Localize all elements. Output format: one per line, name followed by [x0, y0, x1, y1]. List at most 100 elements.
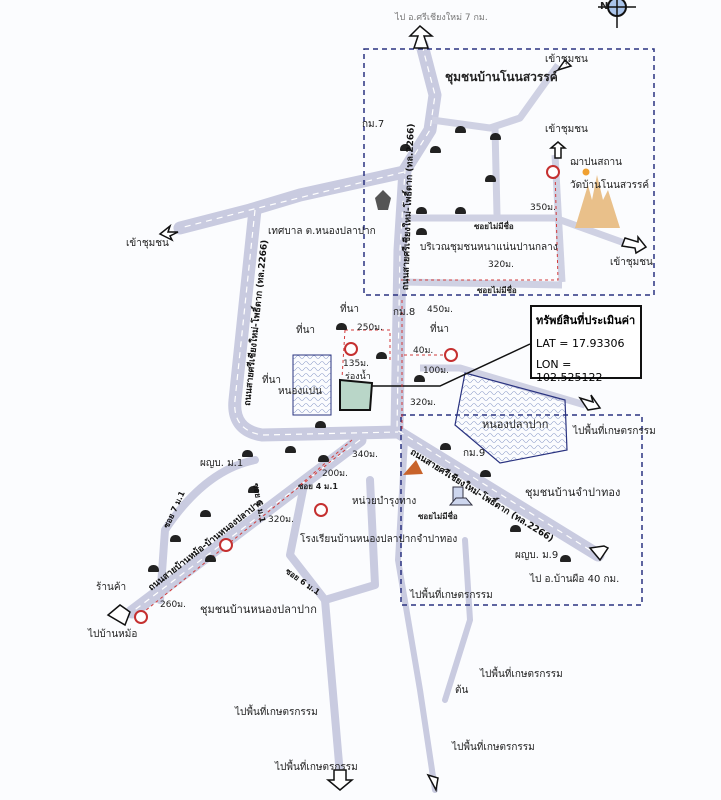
distance-250: 250ม.	[357, 323, 383, 333]
marker-s6	[134, 610, 148, 624]
crematorium-label: ฌาปนสถาน	[570, 157, 622, 168]
soi-ne-5	[401, 278, 563, 289]
house-icon	[560, 555, 571, 562]
school-label: โรงเรียนบ้านหนองปลาปากจำปาทอง	[300, 534, 458, 545]
property-lon: LON = 102.525122	[536, 358, 603, 384]
destination-farm-s1: ไปพื้นที่เกษตรกรรม	[410, 590, 493, 601]
house-icon	[455, 126, 466, 133]
municipality-label: เทศบาล ต.หนองปลาปาก	[268, 226, 376, 237]
entry-ne2: เข้าชุมชน	[545, 124, 588, 135]
rice-field-3: ที่นา	[262, 375, 282, 386]
distance-135: 135ม.	[343, 359, 369, 369]
arrow-farm-east	[578, 394, 602, 411]
house-icon	[400, 144, 411, 151]
house-icon	[430, 146, 441, 153]
house-icon	[200, 510, 211, 517]
house-icon	[318, 455, 329, 462]
km8-label: กม.8	[393, 307, 416, 318]
house-icon	[510, 525, 521, 532]
house-icon	[416, 228, 427, 235]
destination-southeast: ไป อ.บ้านผือ 40 กม.	[530, 574, 620, 585]
house-icon	[480, 470, 491, 477]
house-icon	[440, 443, 451, 450]
destination-farm-s3: ไปพื้นที่เกษตรกรรม	[235, 707, 318, 718]
destination-north: ไป อ.ศรีเชียงใหม่ 7 กม.	[395, 13, 488, 23]
marker-s1	[344, 342, 358, 356]
marker-s4	[314, 503, 328, 517]
arrow-sw	[106, 604, 131, 627]
house-icon	[285, 446, 296, 453]
highway-southeast	[391, 425, 605, 562]
marker-s3	[546, 165, 560, 179]
property-title: ทรัพย์สินที่ประเมินค่า	[536, 314, 636, 327]
road-south-3	[442, 537, 473, 703]
entry-ne1: เข้าชุมชน	[545, 54, 588, 65]
destination-farm-east: ไปพื้นที่เกษตรกรรม	[573, 426, 656, 437]
property-leader-line	[372, 343, 531, 387]
canal-label: ร่องน้ำ	[345, 372, 371, 382]
pond-nong-paen	[292, 354, 332, 416]
km7-label: กม.7	[362, 119, 385, 130]
house-icon	[170, 535, 181, 542]
destination-farm-s2: ไปพื้นที่เกษตรกรรม	[480, 669, 563, 680]
house-icon	[490, 133, 501, 140]
rice-field-2: ที่นา	[296, 325, 316, 336]
distance-340: 340ม.	[352, 450, 378, 460]
distance-260: 260ม.	[160, 600, 186, 610]
school-icon	[448, 486, 474, 506]
destination-farm-s4: ไปพื้นที่เกษตรกรรม	[452, 742, 535, 753]
entry-west: เข้าชุมชน	[126, 238, 169, 249]
entry-east: เข้าชุมชน	[610, 257, 653, 268]
soi-unnamed-label: ซอยไม่มีชื่อ	[474, 222, 514, 231]
distance-320a: 320ม.	[488, 260, 514, 270]
house-icon	[414, 375, 425, 382]
municipality-emblem-icon	[375, 190, 391, 210]
arrow-se	[588, 545, 610, 562]
community-nong-pla-pak: ชุมชนบ้านหนองปลาปาก	[200, 603, 317, 616]
health-m9-label: ผญบ. ม.9	[515, 550, 559, 561]
road-west	[173, 165, 411, 235]
property-parcel	[339, 378, 374, 411]
compass-letter: N	[600, 1, 609, 12]
temple-icon	[575, 168, 620, 228]
distance-320b: 320ม.	[410, 398, 436, 408]
km9-label: กม.9	[463, 448, 486, 459]
house-icon	[248, 486, 259, 493]
house-icon	[376, 352, 387, 359]
soi-unnamed-label-2: ซอยไม่มีชื่อ	[477, 286, 517, 295]
field-label: ต้น	[455, 685, 469, 696]
house-icon	[315, 421, 326, 428]
distance-routes	[139, 169, 559, 616]
property-lat: LAT = 17.93306	[536, 337, 625, 350]
health-m1-label: ผญบ. ม.1	[200, 458, 244, 469]
house-icon	[416, 207, 427, 214]
direction-arrows	[106, 24, 648, 793]
destination-farm-s5: ไปพื้นที่เกษตรกรรม	[275, 762, 358, 773]
compass	[598, 0, 636, 28]
arrow-west-entry	[158, 223, 179, 242]
road-unit-icon	[403, 460, 423, 475]
road-centerlines	[131, 44, 599, 613]
rice-field-4: ที่นา	[430, 324, 450, 335]
arrow-east-entry	[620, 234, 648, 255]
destination-southwest: ไปบ้านหม้อ	[88, 629, 138, 640]
property-info-box: ทรัพย์สินที่ประเมินค่า LAT = 17.93306 LO…	[530, 305, 642, 384]
soi4-label: ซอย 4 ม.1	[298, 482, 338, 491]
rice-field-1: ที่นา	[340, 304, 360, 315]
road-m1-loop	[156, 456, 259, 604]
central-community: บริเวณชุมชนหนาแน่นปานกลาง	[420, 242, 558, 253]
distance-350: 350ม.	[530, 203, 556, 213]
route-markers	[134, 165, 560, 624]
arrow-north	[408, 24, 435, 49]
soi-ne-1	[431, 62, 561, 132]
arrow-south-2	[426, 773, 439, 793]
house-icon	[336, 323, 347, 330]
pond-nong-paen-label: หนองแปน	[278, 386, 322, 397]
house-icon	[242, 450, 253, 457]
road-unit-label: หน่วยบำรุงทาง	[352, 496, 417, 507]
shop-label: ร้านค้า	[96, 582, 127, 593]
distance-100: 100ม.	[423, 366, 449, 376]
pond-nong-pla-pak-label: หนองปลาปาก	[482, 418, 549, 431]
